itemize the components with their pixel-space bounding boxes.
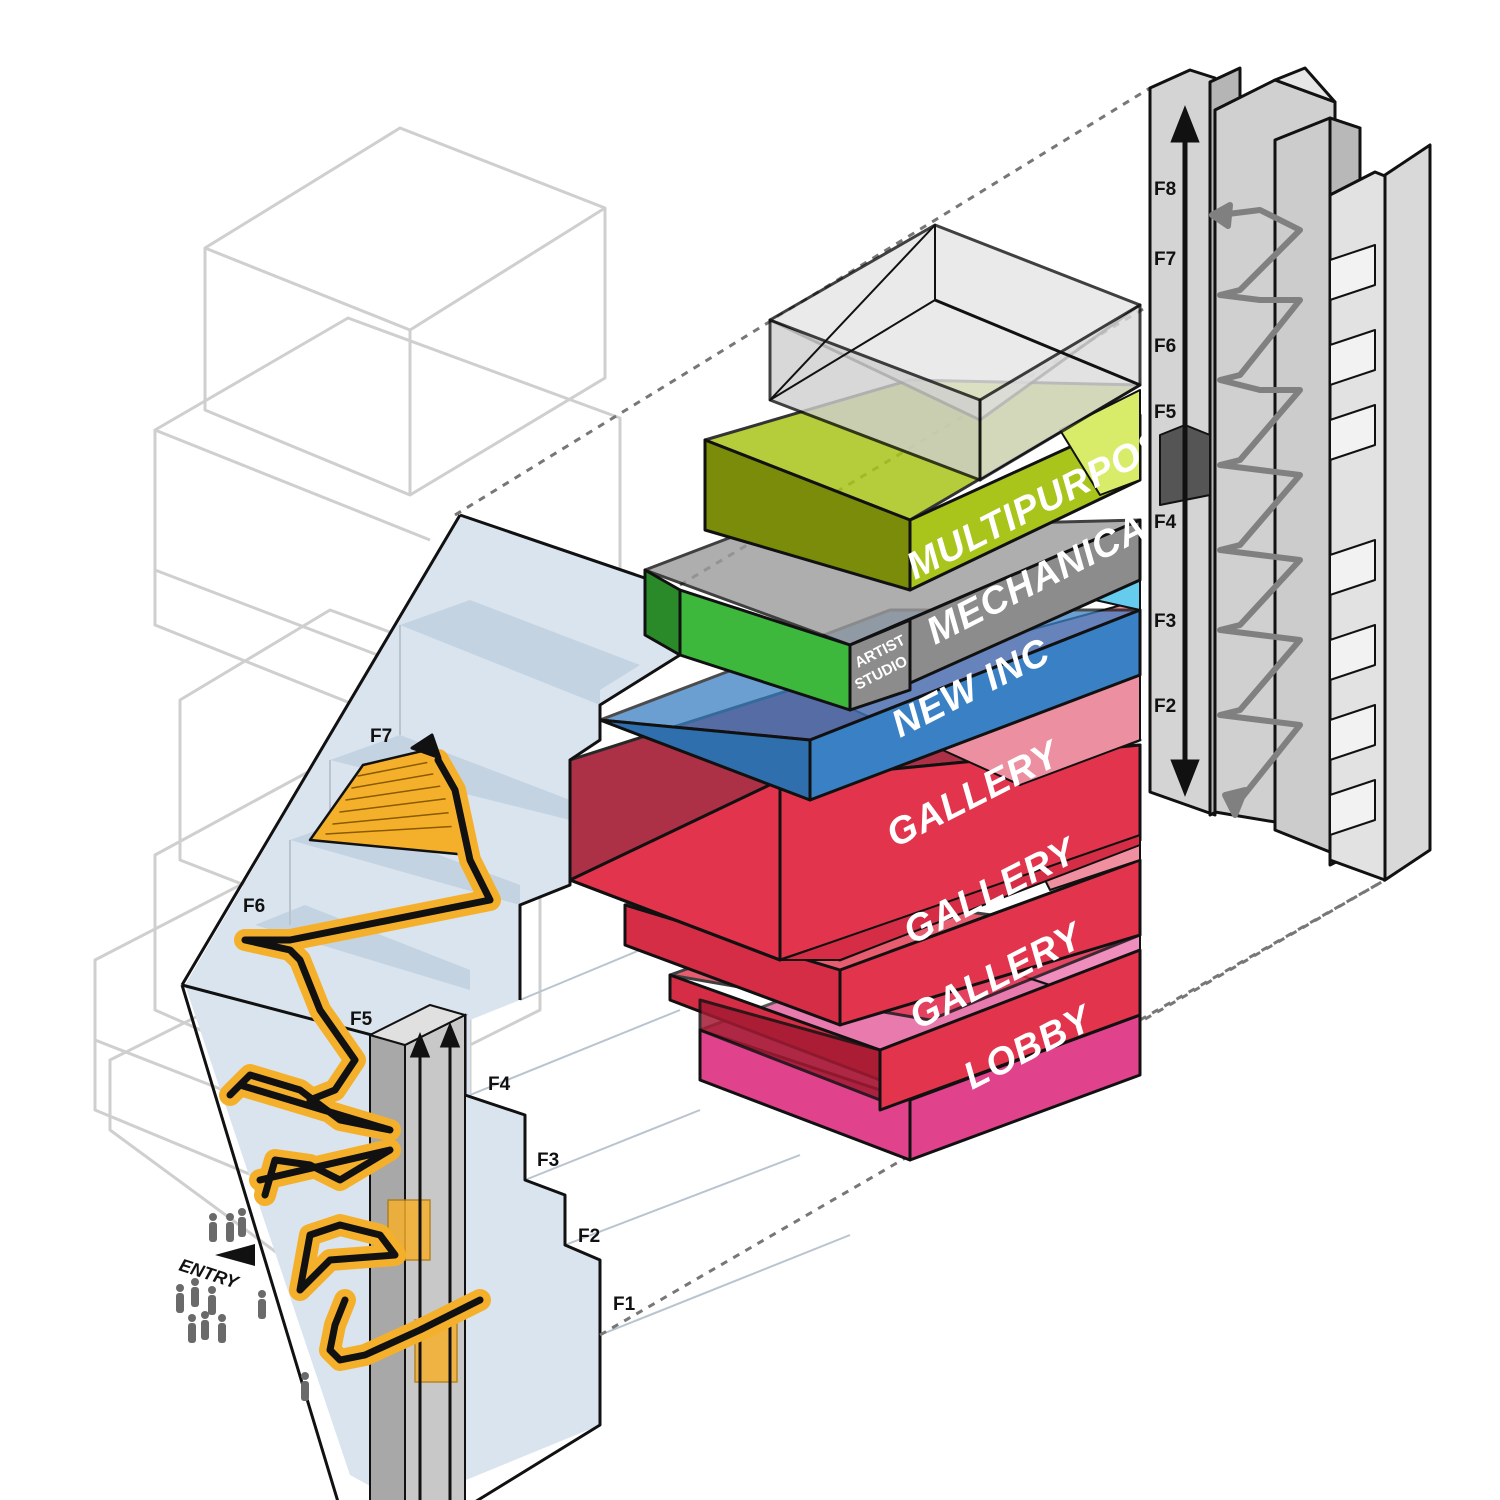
path-arrowhead [410,733,442,760]
new-inc-block [598,564,1142,802]
circ-floor-f2: F2 [578,1226,600,1247]
circ-floor-f1: F1 [613,1294,636,1315]
section-floor-f8: F8 [1154,179,1176,200]
section-floor-f5: F5 [1154,402,1177,423]
program-stack [568,223,1142,1162]
roof-box [768,223,1142,482]
section-floor-f6: F6 [1154,336,1176,357]
section-floor-f7: F7 [1154,249,1176,270]
circ-floor-f6: F6 [243,896,265,917]
circulation-floor-labels: F1 F2 F3 F4 F5 F6 F7 [243,726,636,1315]
circ-floor-f7: F7 [370,726,392,747]
circ-floor-f3: F3 [537,1150,559,1171]
section-floor-f4: F4 [1154,512,1177,533]
section-stair-path [1209,202,1303,818]
circulation-stair [219,733,501,1371]
section-floor-f3: F3 [1154,611,1176,632]
section-floor-f2: F2 [1154,696,1176,717]
people-silhouettes [176,1208,309,1401]
elevator-arrows [409,1021,461,1500]
section-elevator-arrow [1170,105,1200,797]
section-floor-labels: F2 F3 F4 F5 F6 F7 F8 [1154,179,1177,717]
circ-floor-f5: F5 [350,1009,373,1030]
circ-floor-f4: F4 [488,1074,511,1095]
section-stack [1148,66,1432,882]
entry-arrow-icon [215,1244,255,1266]
